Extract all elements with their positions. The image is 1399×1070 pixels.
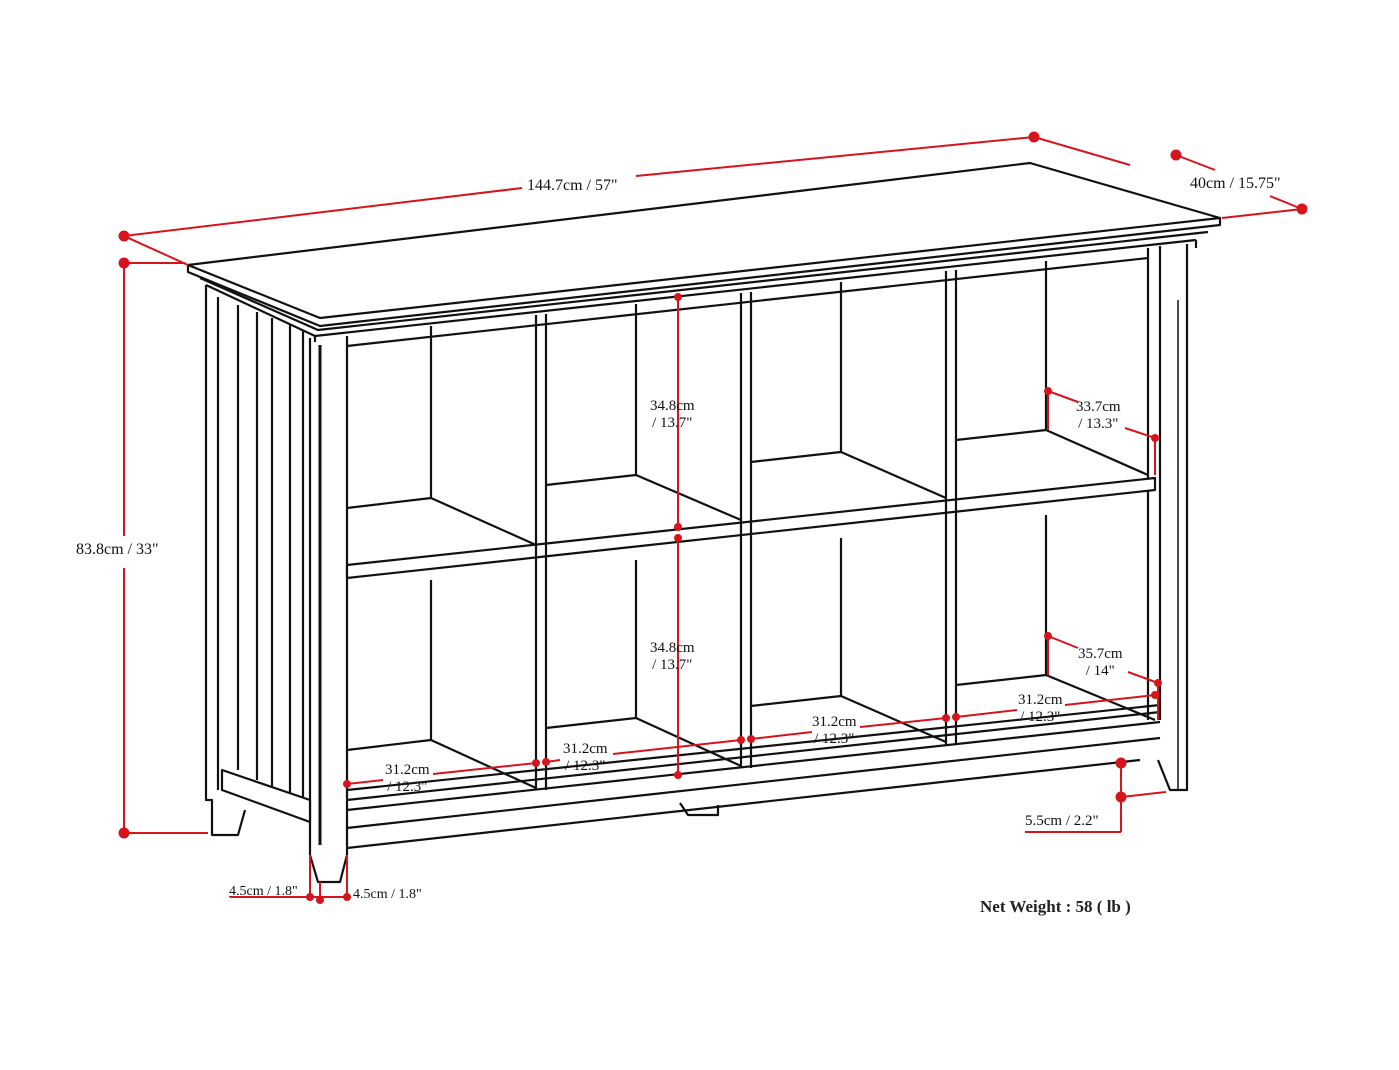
bookcase-outline (186, 161, 1222, 884)
floor-clearance-label: 5.5cm / 2.2" (1025, 813, 1099, 829)
lower-cubby-height-label: 34.8cm / 13.7" (650, 640, 695, 673)
net-weight-label: Net Weight : 58 ( lb ) (980, 897, 1131, 916)
upper-cubby-height-label: 34.8cm / 13.7" (650, 398, 695, 431)
cubby-width-label-4: 31.2cm / 12.3" (1018, 692, 1063, 725)
cubby-width-label-1: 31.2cm / 12.3" (385, 762, 430, 795)
leg-width-right-label: 4.5cm / 1.8" (353, 887, 422, 902)
leg-width-left-label: 4.5cm / 1.8" (229, 884, 298, 899)
cubby-width-label-3: 31.2cm / 12.3" (812, 714, 857, 747)
dimension-lines (118, 131, 1308, 904)
overall-depth-label: 40cm / 15.75" (1190, 175, 1281, 192)
overall-width-label: 144.7cm / 57" (527, 177, 618, 194)
lower-cubby-depth-label: 35.7cm / 14" (1078, 646, 1123, 679)
upper-cubby-depth-label: 33.7cm / 13.3" (1076, 399, 1121, 432)
overall-height-label: 83.8cm / 33" (76, 541, 159, 558)
cubby-width-label-2: 31.2cm / 12.3" (563, 741, 608, 774)
